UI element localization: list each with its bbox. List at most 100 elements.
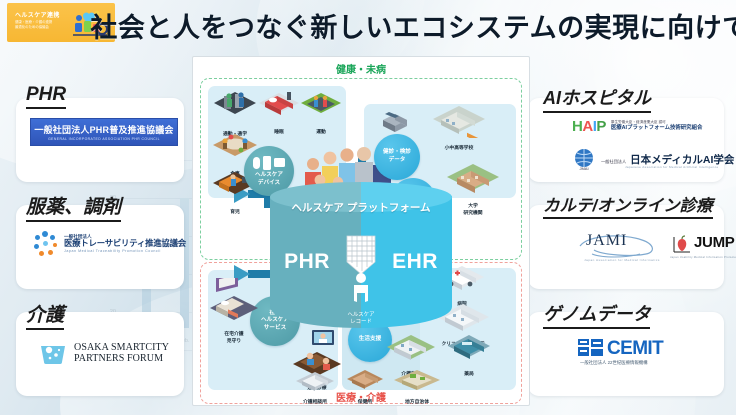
platform-record-label: ヘルスケア レコード [347,312,375,326]
sleep-tile: 睡眠 [256,90,302,135]
healthcare-collaboration-mark-icon [73,10,108,36]
badge-subtitle: 健康・医療・介護の連携 最適化のための協議会 [15,20,53,30]
cylinder-body [270,196,452,328]
card-medication [16,205,184,289]
meal-icon [213,134,257,156]
osaka-forum-line1: OSAKA SMARTCITY [74,341,170,353]
university-icon [447,164,499,193]
band-label-medical: 医療・介護 [336,393,386,404]
checkup-data-bubble-label: 健診・検診 データ [383,149,411,163]
healthcare-collaboration-badge: ヘルスケア連携 健康・医療・介護の連携 最適化のための協議会 [7,3,115,42]
home-care-tile: 在宅介護 見守り [206,270,262,344]
arrow-platform-out-left-2 [248,270,274,278]
osaka-forum-line2: PARTNERS FORUM [74,353,164,364]
traceability-logo-line2: 医療トレーサビリティ推進協議会 [64,238,186,249]
osaka-forum-mark-icon [41,346,65,364]
phr-council-logo-line1: 一般社団法人PHR普及推進協議会 [34,124,174,135]
section-label-phr: PHR [26,84,67,109]
company-icon [383,112,407,132]
cemit-wordmark: CEMIT [607,337,664,359]
section-label-genome-data: ゲノムデータ [543,300,651,329]
device-glyphs-icon [253,156,285,170]
healthcare-platform-cylinder: ヘルスケア プラットフォーム PHR EHR ヘルスケア レコード [270,182,452,342]
exercise-tile-label: 運動 [316,130,326,135]
cylinder-left-half [270,196,361,328]
page-title: 社会と人をつなぐ新しいエコシステムの実現に向けて [90,12,736,43]
home-care-icon [210,270,258,320]
jami-wordmark: JAMI [586,232,628,249]
traceability-logo-line3: Japan Medical Traceability Promotion Cou… [64,248,161,253]
cemit-line2: 一般社団法人 22世紀医療情報機構 [580,360,648,365]
care-consultation-tile: 介護相談所 [288,370,342,405]
exercise-icon [301,93,341,113]
platform-phr-label: PHR [284,250,330,273]
haip-line2: 医療AIプラットフォーム技術研究組合 [610,124,703,131]
jamai-line2: Japanese Association for Medical Artific… [625,165,719,169]
hospital-tile-label: 病院 [457,302,467,307]
traceability-logo-line1: 一般社団法人 [64,234,92,240]
university-tile-label: 大学 研究機関 [463,204,483,216]
cylinder-right-half [361,196,452,328]
jump-line2: Japan Usability Medical Information Prom… [670,256,736,259]
commute-icon [214,92,256,114]
phr-council-logo-line2: GENERAL INCORPORATED ASSOCIATION PHR COU… [48,137,160,142]
card-karte-online [528,205,724,289]
band-label-health: 健康・未病 [336,65,386,76]
care-consultation-tile-label: 介護相談所 [303,400,327,405]
sleep-tile-label: 睡眠 [274,130,284,135]
school-icon [433,106,485,143]
sleep-icon [259,92,299,115]
platform-title: ヘルスケア プラットフォーム [291,202,431,214]
company-tile: 企業 [372,108,418,151]
section-label-karte-online: カルテ/オンライン診療 [543,192,713,219]
exercise-tile: 運動 [298,90,344,135]
jami-line2: Japan Association for Medical Informatic… [584,258,660,262]
clinic-icon [437,304,489,331]
healthcare-device-bubble-label: ヘルスケア デバイス [255,172,283,186]
local-government-tile-label: 地方自治体 [405,400,429,405]
traceability-dots-icon [33,231,59,257]
section-label-medication: 服薬、調剤 [26,192,122,222]
platform-ehr-label: EHR [392,250,438,273]
health-center-tile: 保健所 [342,368,388,405]
health-center-icon [347,370,383,389]
section-label-ai-hospital: AIホスピタル [543,84,651,113]
haip-wordmark: HAIP [572,117,606,135]
phr-council-logo: 一般社団法人PHR普及推進協議会 GENERAL INCORPORATED AS… [30,118,178,146]
svg-text:JMAI: JMAI [579,166,588,171]
school-tile: 小中高等学校 [428,104,490,151]
jamai-globe-icon: JMAI [575,149,593,171]
osaka-smartcity-partners-forum-logo: OSAKA SMARTCITY PARTNERS FORUM [38,337,170,369]
card-genome-data [528,312,724,396]
health-center-tile-label: 保健所 [357,400,373,405]
jamai-prefix: 一般社団法人 [601,158,627,164]
life-support-bubble-label: 生活支援 [358,336,382,343]
cylinder-top [270,182,452,212]
jump-logo: JUMP Japan Usability Medical Information… [670,232,736,266]
jump-wordmark: JUMP [694,234,735,251]
jami-swirl-icon [579,235,653,258]
care-consultation-icon [296,372,334,391]
badge-title: ヘルスケア連携 [15,13,60,19]
haip-logo: HAIP 厚生労働大臣・経済産業大臣 認可 医療AIプラットフォーム技術研究組合 [572,114,736,138]
childcare-tile-label: 育児 [230,210,240,215]
jamai-logo: JMAI 一般社団法人 日本メディカルAI学会 Japanese Associa… [572,146,736,172]
pharmacy-icon [448,335,490,359]
jami-logo: JAMI Japan Association for Medical Infor… [576,230,668,268]
haip-line1: 厚生労働大臣・経済産業大臣 認可 [610,120,666,125]
checkup-data-bubble: 健診・検診 データ [374,134,420,180]
section-label-nursing-care: 介護 [26,300,65,330]
local-government-icon [394,370,440,390]
school-tile-label: 小中高等学校 [444,146,474,151]
jamai-line1: 日本メディカルAI学会 [630,153,735,166]
telemedicine-icon [293,330,341,376]
pharmacy-tile: 薬局 [444,332,494,377]
pharmacy-tile-label: 薬局 [464,372,474,377]
jump-apple-icon [673,235,690,253]
cemit-mark-icon [578,339,603,356]
university-tile: 大学 研究機関 [442,160,504,216]
cemit-logo: CEMIT 一般社団法人 22世紀医療情報機構 [578,338,730,368]
healthcare-record-icon [346,235,376,302]
ecosystem-diagram: 健康・未病 医療・介護 [192,56,530,406]
